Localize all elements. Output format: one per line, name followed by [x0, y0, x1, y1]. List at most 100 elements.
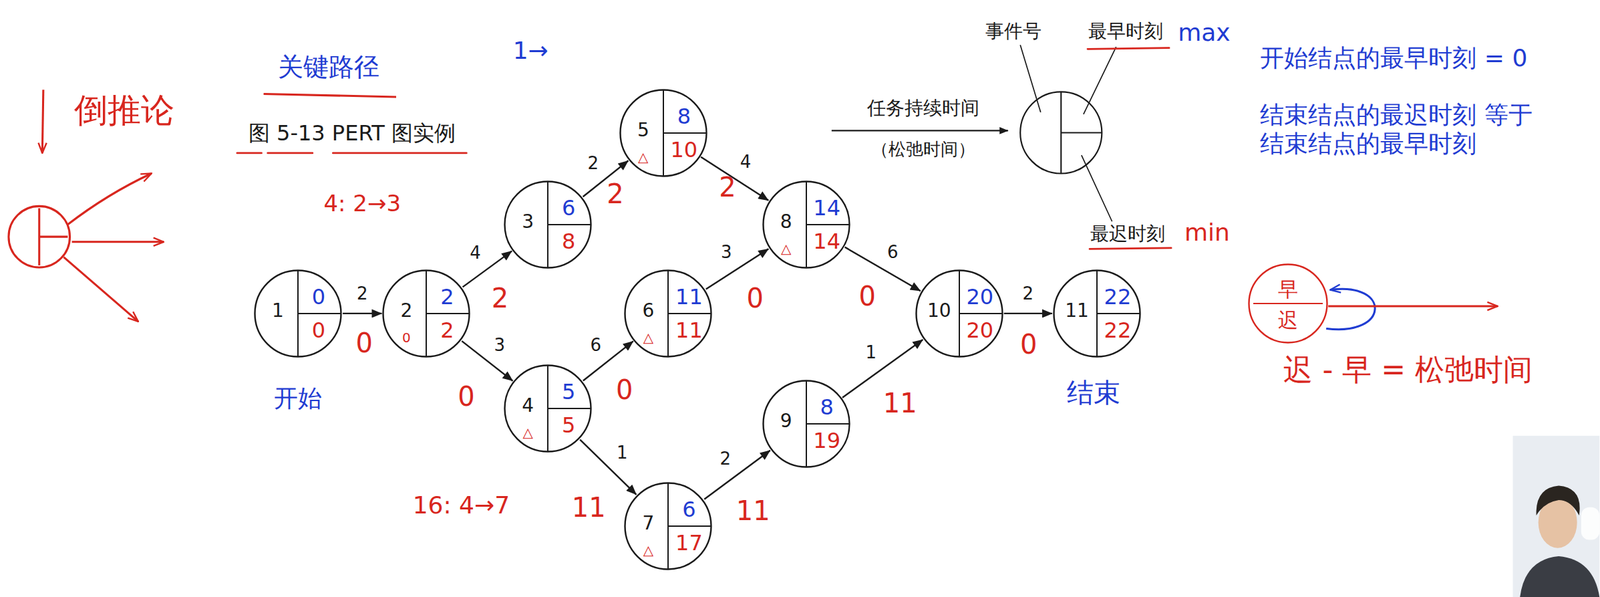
latest-time: 8: [561, 229, 576, 254]
event-circle: 81414△: [762, 180, 851, 269]
slack-time: 11: [736, 495, 771, 526]
event-number: 8: [780, 211, 793, 233]
slack-time: 0: [356, 328, 373, 358]
latest-time: 0: [311, 318, 326, 343]
duration-label: 2: [716, 448, 734, 469]
down-arrow: [42, 89, 44, 153]
red-underlines: [237, 48, 1172, 250]
activity-arrow: [845, 247, 921, 292]
circle-outline: [762, 379, 851, 468]
duration-label: 1: [862, 342, 880, 363]
rule-note: 开始结点的最早时刻 = 0: [1259, 44, 1528, 72]
event-circle: 9819: [762, 379, 851, 468]
legend-callout: 事件号: [985, 21, 1042, 43]
handwritten-note: 倒推论: [74, 91, 175, 129]
leader-lines: [1020, 44, 1116, 222]
handwritten-note: 1→: [513, 38, 549, 65]
earliest-time: 11: [675, 285, 703, 309]
event-number: 4: [521, 395, 534, 417]
duration-label: 1: [613, 442, 631, 463]
handwritten-note: 16: 4→7: [412, 491, 510, 519]
duration-label: 6: [587, 335, 604, 355]
duration-label: 4: [466, 243, 484, 263]
slack-time: 0: [615, 374, 633, 405]
handwritten-note: 结束: [1066, 377, 1121, 407]
event-circle: 6 11 11 △: [623, 269, 713, 358]
check-mark: △: [643, 542, 654, 558]
latest-time: 17: [675, 531, 703, 555]
legend-event-circle: [1020, 91, 1102, 174]
slack-time: 0: [457, 381, 475, 411]
figure-title: 图 5-13 PERT 图实例: [248, 121, 456, 145]
earliest-time: 2: [440, 285, 454, 309]
time-circle: 早迟: [1247, 263, 1329, 344]
duration-label: 2: [585, 153, 602, 174]
duration-label: 3: [718, 242, 735, 262]
earliest-time: 22: [1104, 285, 1132, 309]
event-circle: 7 6 17 △: [623, 481, 713, 570]
branch-sketch: [8, 173, 164, 322]
latest-time: 11: [675, 318, 703, 343]
event-number: 9: [780, 410, 793, 431]
legend-callout: 最迟时刻: [1090, 223, 1166, 244]
handwritten-note: 4: 2→3: [323, 191, 401, 217]
legend-text: （松弛时间）: [871, 139, 976, 159]
legend-callout: 最早时刻: [1088, 21, 1164, 43]
earliest-time: 5: [561, 380, 576, 404]
slack-time: 0: [746, 283, 764, 313]
rule-note: 结束结点的最迟时刻 等于 结束结点的最早时刻: [1259, 100, 1561, 158]
circle-outline: [503, 180, 592, 269]
circle-outline: [619, 88, 708, 178]
earliest-time: 6: [561, 196, 576, 220]
activity-arrow: [704, 450, 771, 500]
duration-label: 4: [737, 152, 755, 172]
check-mark: △: [643, 330, 654, 345]
handwritten-note: min: [1184, 219, 1230, 246]
latest-time: 19: [813, 428, 841, 453]
latest-time: 20: [966, 318, 994, 343]
circle-outline: [382, 269, 471, 358]
event-number: 2: [400, 300, 413, 322]
duration-label: 6: [884, 241, 902, 262]
slack-time: 11: [883, 388, 918, 418]
slack-time: 2: [606, 179, 624, 209]
handwritten-note: 开始: [273, 384, 323, 412]
early-word: 早: [1277, 277, 1299, 300]
loop-arrow: [1326, 288, 1375, 329]
circle-outline: [623, 269, 713, 358]
latest-time: 22: [1104, 318, 1132, 343]
circle-outline: [762, 180, 851, 269]
handwritten-note: 迟 - 早 = 松弛时间: [1283, 353, 1533, 386]
event-number: 10: [927, 300, 952, 322]
slack-time: 0: [859, 281, 876, 311]
event-circle: 102020: [915, 269, 1004, 358]
event-number: 3: [521, 211, 534, 233]
handwritten-note: max: [1177, 19, 1230, 47]
event-number: 1: [271, 300, 284, 322]
earliest-time: 6: [682, 497, 696, 522]
event-number: 7: [642, 512, 655, 534]
duration-label: 2: [354, 283, 371, 304]
check-mark: △: [523, 424, 534, 440]
event-number: 5: [637, 119, 650, 141]
activity-arrow: [1004, 312, 1053, 314]
earliest-time: 14: [813, 196, 841, 220]
slack-time: 2: [718, 172, 736, 202]
circle-outline: [623, 481, 713, 570]
latest-time: 5: [561, 413, 576, 437]
duration-label: 3: [491, 335, 509, 355]
event-circle: 2 2 2 0: [382, 269, 471, 358]
earliest-time: 0: [311, 285, 326, 309]
event-number: 6: [642, 300, 655, 322]
check-mark: 0: [402, 330, 411, 345]
legend-text: 任务持续时间: [867, 98, 980, 119]
duration-label: 2: [1020, 283, 1037, 304]
check-mark: △: [637, 149, 649, 165]
latest-time: 14: [813, 229, 841, 254]
event-circle: 4 5 5 △: [503, 364, 592, 453]
activity-arrow: [579, 439, 636, 495]
event-circle: 3 6 8: [503, 180, 592, 269]
latest-time: 2: [440, 318, 454, 343]
